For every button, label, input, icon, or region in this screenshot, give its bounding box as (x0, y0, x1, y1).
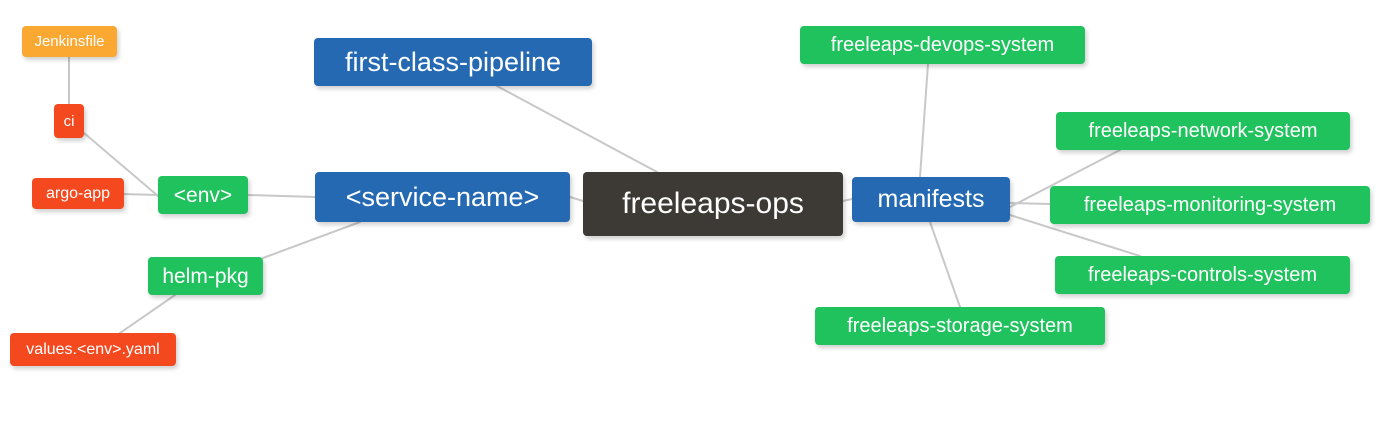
node-argo-app[interactable]: argo-app (32, 178, 124, 209)
node-label-first-class-pipeline: first-class-pipeline (344, 46, 562, 77)
node-jenkinsfile[interactable]: Jenkinsfile (22, 26, 117, 57)
node-label-freeleaps-monitoring-system: freeleaps-monitoring-system (1083, 194, 1337, 216)
edge-freeleaps-ops-to-manifests (842, 198, 853, 202)
edge-manifests-to-freeleaps-storage-system (929, 221, 961, 308)
edge-service-name-to-freeleaps-ops (569, 196, 584, 202)
edge-manifests-to-freeleaps-monitoring-system (1009, 202, 1051, 205)
node-freeleaps-devops-system[interactable]: freeleaps-devops-system (800, 26, 1085, 64)
node-label-service-name: <service-name> (345, 181, 540, 212)
node-freeleaps-controls-system[interactable]: freeleaps-controls-system (1055, 256, 1350, 294)
node-label-argo-app: argo-app (45, 184, 111, 202)
node-freeleaps-ops[interactable]: freeleaps-ops (583, 172, 843, 236)
node-label-freeleaps-storage-system: freeleaps-storage-system (847, 315, 1073, 337)
edge-values-env-yaml-to-helm-pkg (119, 294, 176, 334)
node-first-class-pipeline[interactable]: first-class-pipeline (314, 38, 592, 86)
node-label-freeleaps-controls-system: freeleaps-controls-system (1088, 264, 1317, 286)
node-label-freeleaps-devops-system: freeleaps-devops-system (830, 34, 1055, 56)
node-ci[interactable]: ci (54, 104, 84, 138)
edge-helm-pkg-to-service-name (262, 221, 361, 259)
node-label-freeleaps-ops: freeleaps-ops (622, 187, 804, 220)
node-helm-pkg[interactable]: helm-pkg (148, 257, 263, 295)
edge-argo-app-to-env (123, 193, 159, 196)
edge-env-to-service-name (247, 194, 316, 198)
node-label-helm-pkg: helm-pkg (162, 264, 249, 288)
node-values-env-yaml[interactable]: values.<env>.yaml (10, 333, 176, 366)
node-env[interactable]: <env> (158, 176, 248, 214)
edge-first-class-pipeline-to-freeleaps-ops (496, 85, 658, 173)
node-label-manifests: manifests (877, 185, 985, 213)
node-label-freeleaps-network-system: freeleaps-network-system (1088, 120, 1318, 142)
node-freeleaps-monitoring-system[interactable]: freeleaps-monitoring-system (1050, 186, 1370, 224)
node-freeleaps-network-system[interactable]: freeleaps-network-system (1056, 112, 1350, 150)
node-label-jenkinsfile: Jenkinsfile (34, 33, 105, 50)
node-label-values-env-yaml: values.<env>.yaml (26, 340, 160, 358)
node-label-ci: ci (63, 112, 75, 130)
edge-manifests-to-freeleaps-devops-system (919, 63, 929, 178)
node-manifests[interactable]: manifests (852, 177, 1010, 222)
node-freeleaps-storage-system[interactable]: freeleaps-storage-system (815, 307, 1105, 345)
node-label-env: <env> (173, 183, 233, 207)
node-service-name[interactable]: <service-name> (315, 172, 570, 222)
